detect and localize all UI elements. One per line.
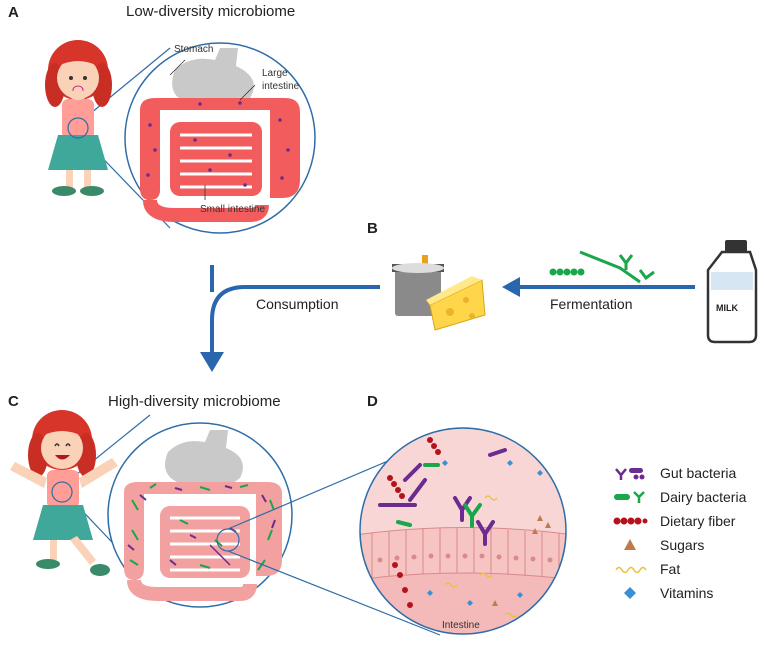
- vitamins-icon: [624, 587, 636, 599]
- legend-label: Gut bacteria: [660, 465, 737, 481]
- stomach-pointer: [169, 59, 186, 76]
- title-high-diversity: High-diversity microbiome: [108, 393, 281, 410]
- large-intestine-pointer: [239, 84, 256, 101]
- zoom-line-a-top: [84, 47, 171, 119]
- dairy-bacteria-icon: [614, 491, 645, 503]
- dairy-bacteria-cluster: [549, 250, 655, 284]
- fat-icon: [615, 566, 647, 574]
- vitamins-d: [427, 460, 543, 606]
- dairy-bacteria-d: [396, 463, 482, 528]
- legend-item-gut-bacteria: Gut bacteria: [612, 463, 736, 483]
- label-consumption: Consumption: [256, 296, 339, 312]
- label-large-intestine-line1: Large: [262, 68, 288, 79]
- fat-d: [444, 495, 518, 618]
- legend-item-sugars: Sugars: [612, 535, 704, 555]
- dietary-fiber-icon: [613, 517, 648, 525]
- legend-item-vitamins: Vitamins: [612, 583, 713, 603]
- stomach-shape-a: [172, 48, 254, 109]
- fermentation-arrowhead: [502, 277, 520, 297]
- consumption-arrowhead: [200, 352, 224, 372]
- small-intestine-c: [160, 506, 250, 578]
- gut-bacteria-dots-a: [146, 101, 290, 187]
- fiber-chains-d: [387, 437, 441, 608]
- label-small-intestine: Small intestine: [200, 204, 266, 215]
- happy-girl-illustration: [10, 410, 118, 576]
- legend-label: Sugars: [660, 537, 705, 553]
- large-intestine-a: [140, 98, 300, 222]
- legend-label: Dietary fiber: [660, 513, 736, 529]
- milk-bottle-icon: [706, 240, 758, 344]
- stomach-shape-c: [165, 430, 243, 488]
- label-fermentation: Fermentation: [550, 296, 633, 312]
- label-intestine: Intestine: [442, 620, 480, 631]
- legend-item-dairy-bacteria: Dairy bacteria: [612, 487, 746, 507]
- panel-label-b: B: [367, 220, 378, 237]
- legend-item-dietary-fiber: Dietary fiber: [612, 511, 735, 531]
- legend-label: Fat: [660, 561, 681, 577]
- legend-item-fat: Fat: [612, 559, 680, 579]
- legend-label: Dairy bacteria: [660, 489, 747, 505]
- yogurt-cheese-icon: [392, 255, 486, 331]
- sad-girl-illustration: [45, 40, 112, 196]
- legend-label: Vitamins: [660, 585, 714, 601]
- label-stomach: Stomach: [174, 44, 214, 55]
- gut-bacteria-icon: [615, 468, 645, 480]
- panel-label-a: A: [8, 4, 19, 21]
- sugars-icon: [624, 539, 636, 550]
- title-low-diversity: Low-diversity microbiome: [126, 3, 296, 20]
- panel-label-c: C: [8, 393, 19, 410]
- gut-bacteria-d: [378, 448, 507, 546]
- label-milk: MILK: [716, 303, 738, 313]
- zoom-line-d-top: [227, 454, 403, 530]
- zoom-circle-d: [359, 427, 567, 635]
- large-intestine-c: [124, 482, 282, 601]
- small-intestine-a: [170, 122, 262, 196]
- consumption-arrow: [210, 285, 380, 355]
- label-large-intestine-line2: intestine: [262, 81, 300, 92]
- zoom-line-d-bottom: [227, 550, 441, 636]
- panel-label-d: D: [367, 393, 378, 410]
- intestine-detail: [360, 428, 566, 634]
